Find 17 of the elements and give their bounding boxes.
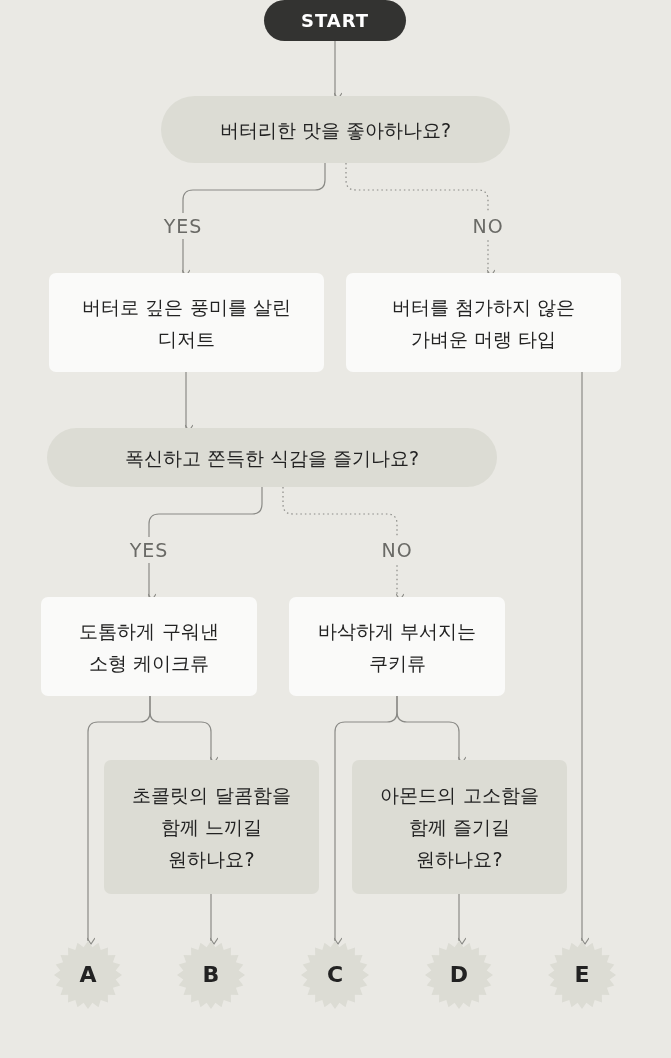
question-box: 아몬드의 고소함을 함께 즐기길 원하나요? — [352, 760, 567, 894]
result-letter: E — [574, 961, 590, 989]
result-letter: B — [202, 961, 220, 989]
arrow — [209, 893, 219, 945]
answer-card: 도톰하게 구워낸 소형 케이크류 — [41, 597, 257, 696]
result-letter: C — [326, 961, 344, 989]
arrow — [457, 893, 467, 945]
question-pill: 버터리한 맛을 좋아하나요? — [161, 96, 510, 163]
question-pill: 폭신하고 쫀득한 식감을 즐기나요? — [47, 428, 497, 487]
answer-card: 버터를 첨가하지 않은 가벼운 머랭 타입 — [346, 273, 621, 372]
answer-card: 바삭하게 부서지는 쿠키류 — [289, 597, 505, 696]
arrow — [580, 371, 590, 945]
answer-card: 버터로 깊은 풍미를 살린 디저트 — [49, 273, 324, 372]
result-letter: A — [79, 961, 97, 989]
start-pill: START — [264, 0, 406, 41]
question-box: 초콜릿의 달콤함을 함께 느끼길 원하나요? — [104, 760, 319, 894]
result-letter: D — [449, 961, 469, 989]
